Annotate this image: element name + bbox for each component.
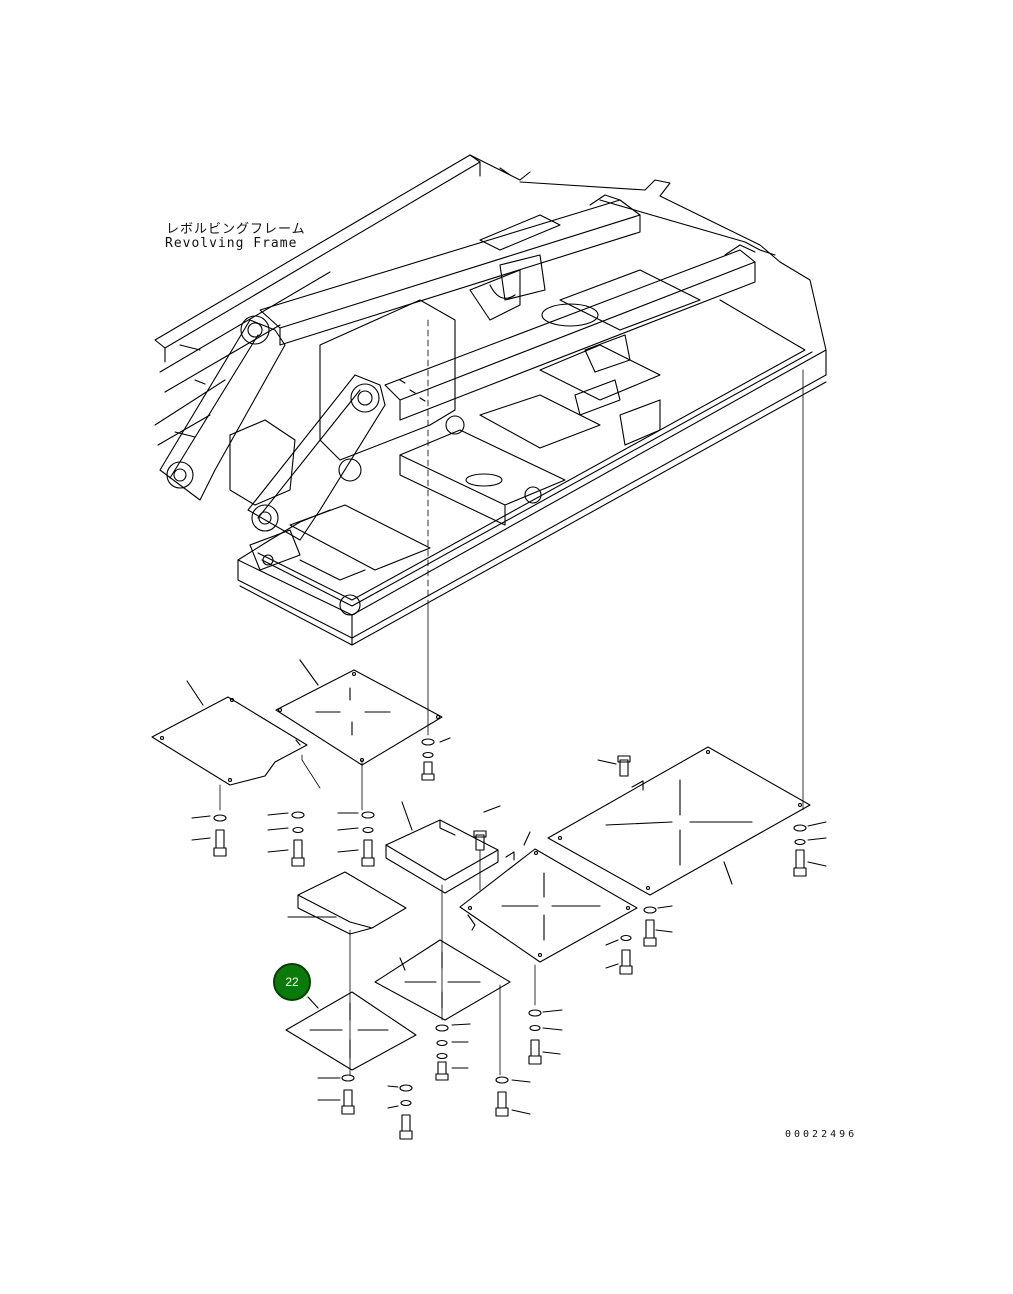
frame-title-english: Revolving Frame <box>165 236 298 251</box>
part-callout-badge[interactable]: 22 <box>273 963 311 1001</box>
frame-title-japanese: レボルビングフレーム <box>166 222 306 237</box>
part-callout-number: 22 <box>285 975 299 989</box>
revolving-frame <box>154 154 827 646</box>
document-id: 00022496 <box>785 1129 858 1140</box>
cover-plates <box>151 669 811 1071</box>
fasteners <box>186 659 827 1140</box>
assembly-lines <box>219 319 804 1081</box>
